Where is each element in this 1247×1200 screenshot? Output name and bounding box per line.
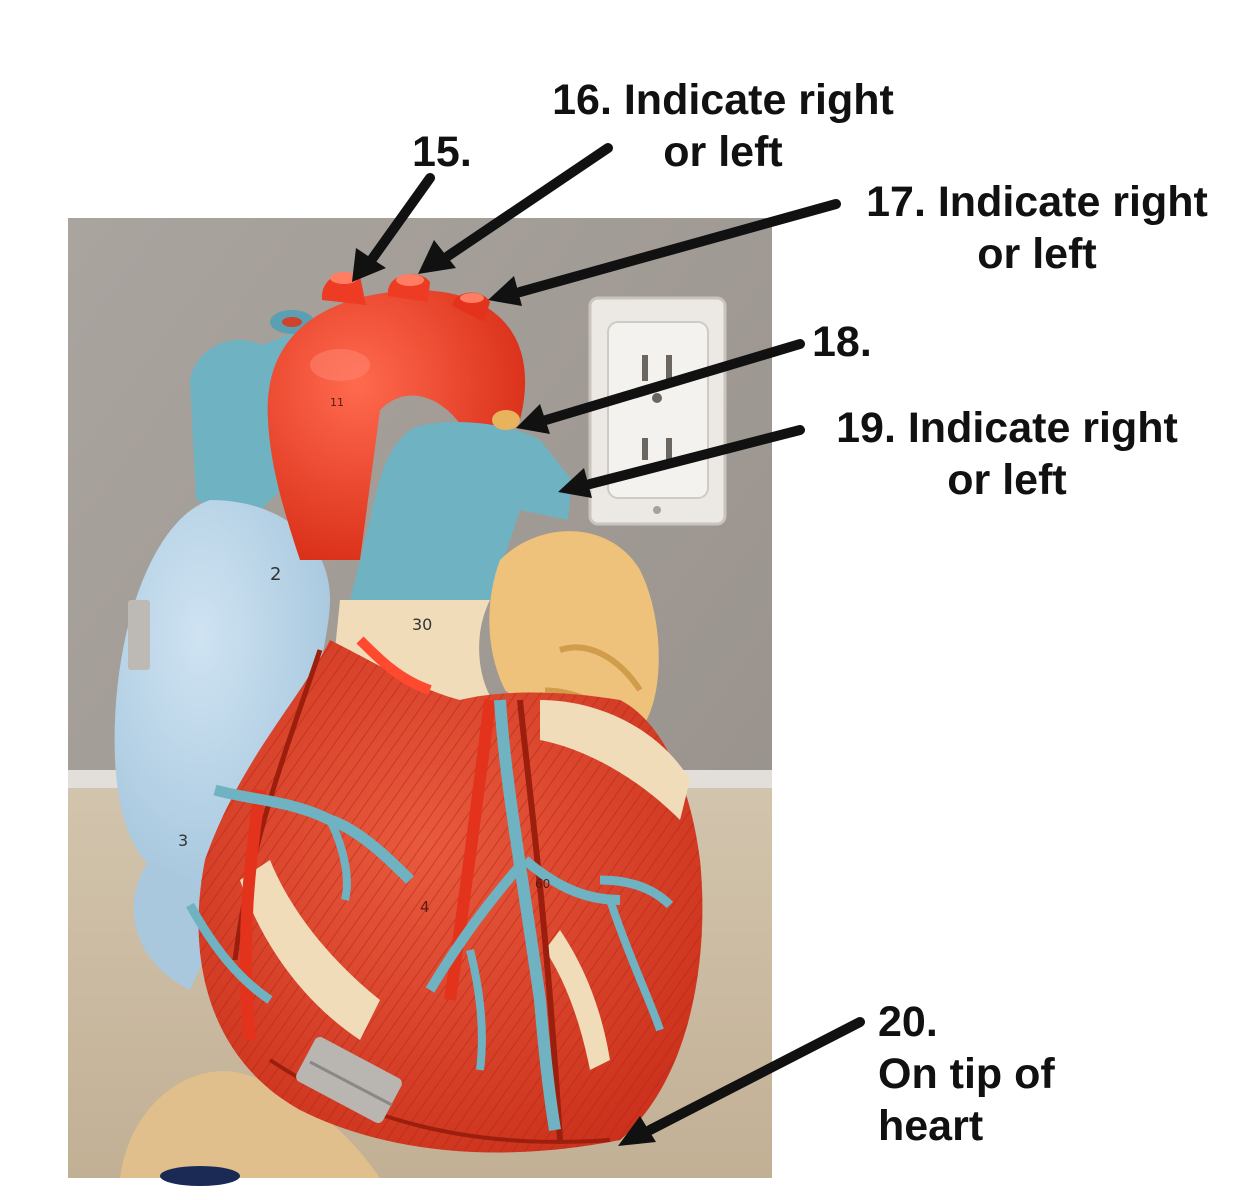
label-16-line1: 16. Indicate right [552, 76, 894, 124]
model-number-11: 11 [330, 396, 344, 409]
label-16: 16. Indicate right or left [528, 74, 918, 178]
label-17-line2: or left [977, 230, 1097, 278]
label-20-line3: heart [878, 1102, 984, 1150]
arrow-17 [515, 199, 841, 297]
heart-model: 30 3 2 4 60 11 [114, 272, 703, 1153]
arrow-18 [541, 339, 805, 425]
label-15-line1: 15. [412, 128, 472, 176]
arrow-18-head [516, 404, 550, 434]
label-19-line1: 19. Indicate right [836, 404, 1178, 452]
label-18-line1: 18. [812, 318, 872, 366]
arrow-20 [645, 1017, 865, 1135]
arrow-15 [365, 173, 435, 267]
label-19: 19. Indicate right or left [812, 402, 1202, 506]
arrow-16 [443, 143, 613, 261]
model-number-3: 3 [178, 831, 188, 850]
label-18: 18. [812, 316, 872, 368]
arrow-17-head [488, 276, 522, 306]
label-19-line2: or left [947, 456, 1067, 504]
label-16-line2: or left [663, 128, 783, 176]
arrow-19-head [558, 468, 592, 498]
label-15: 15. [412, 126, 472, 178]
model-number-60: 60 [535, 877, 550, 891]
label-20: 20. On tip of heart [878, 996, 1055, 1152]
label-20-line2: On tip of [878, 1050, 1055, 1098]
model-number-4: 4 [420, 898, 430, 916]
arrow-15-head [352, 248, 386, 282]
model-number-30: 30 [412, 615, 432, 634]
model-number-2: 2 [270, 564, 281, 585]
arrow-20-head [618, 1116, 656, 1146]
wall-outlet [588, 296, 727, 526]
label-17-line1: 17. Indicate right [866, 178, 1208, 226]
label-20-line1: 20. [878, 998, 938, 1046]
arrow-16-head [418, 240, 456, 274]
annotation-arrows [352, 143, 865, 1146]
arrow-19 [585, 425, 805, 489]
label-17: 17. Indicate right or left [842, 176, 1232, 280]
